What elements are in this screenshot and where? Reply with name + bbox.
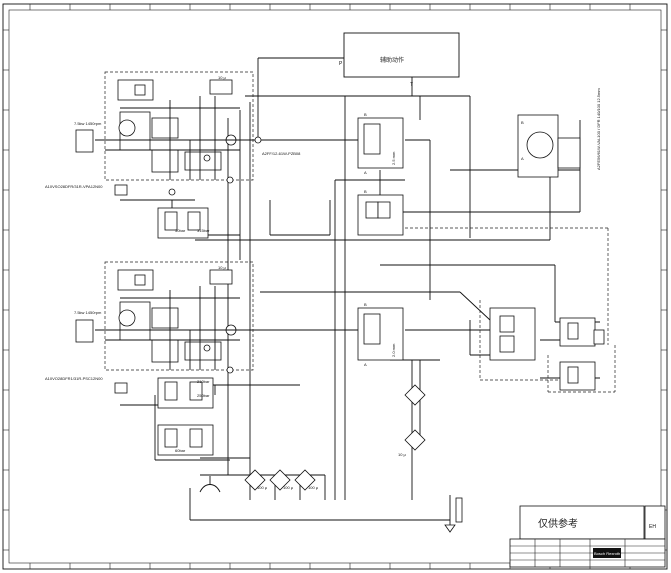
filter-label-c: 100 μ <box>308 485 319 490</box>
filters-and-tank: 100 μ 100 μ 100 μ 10 μ <box>189 384 463 533</box>
lower-filter-label: 10 μ <box>218 265 227 270</box>
title-block: EH Bosch Rexroth <box>509 505 666 568</box>
aux-port-p: P <box>339 61 343 67</box>
watermark-text: 仅供参考 <box>538 517 578 530</box>
company-label: Bosch Rexroth <box>594 551 620 556</box>
filter-label-a: 100 μ <box>257 485 268 490</box>
motor-model: A2FE56/61W-VAL100 / DFR 140/100 12.5mm <box>596 88 601 170</box>
aux-action-label: 辅助动作 <box>380 56 404 64</box>
upper-relief-label-2: 315bar <box>197 228 210 233</box>
valve-1-tag-b: B <box>364 112 367 117</box>
valve-1-tag-a: A <box>364 170 367 175</box>
watermark-box: 仅供参考 <box>519 505 645 540</box>
lower-relief-label-1: 210bar <box>197 379 210 384</box>
motor-tag-a: A <box>521 156 524 161</box>
hydraulic-motor: B A A2FE56/61W-VAL100 / DFR 140/100 12.5… <box>517 88 601 178</box>
upper-filter-label: 10 μ <box>218 75 227 80</box>
lower-relief-label-2: 250bar <box>197 393 210 398</box>
upper-valve-model: A2FF/12-61W-PZB08 <box>262 151 301 156</box>
valve-3-tag-a: A <box>364 362 367 367</box>
lower-pump-assembly: 7.5kw 1450rpm A10VO28DFR1/31R-PSC12N00 2… <box>45 261 254 456</box>
aux-port-t: T <box>410 82 413 88</box>
valve-2-tag-b: B <box>364 189 367 194</box>
upper-motor-label: 7.5kw 1450rpm <box>74 121 102 126</box>
aux-action-box: 辅助动作 P T <box>339 32 460 88</box>
lower-pump-model: A10VO28DFR1/31R-PSC12N00 <box>45 376 103 381</box>
valve-3-tag-b: B <box>364 302 367 307</box>
center-valves: B A 2.5 mm B B A 2.0 mm <box>357 112 404 367</box>
lower-relief-label-3: 60bar <box>175 448 186 453</box>
right-valves <box>489 307 605 391</box>
upper-pump-model: A10VSO28DFR/31R-VPA12N00 <box>45 184 103 189</box>
filter-label-d: 10 μ <box>398 452 407 457</box>
lower-motor-label: 7.5kw 1450rpm <box>74 310 102 315</box>
valve-3-size: 2.0 mm <box>391 343 396 357</box>
valve-1-size: 2.5 mm <box>391 151 396 165</box>
filter-label-b: 100 μ <box>283 485 294 490</box>
upper-relief-label-1: 50bar <box>175 228 186 233</box>
sheet-label: EH <box>649 524 656 530</box>
motor-tag-b: B <box>521 120 524 125</box>
upper-pump-assembly: 7.5kw 1450rpm A10VSO28DFR/31R-VPA12N00 A… <box>45 71 301 239</box>
drawing-frame <box>2 3 668 570</box>
